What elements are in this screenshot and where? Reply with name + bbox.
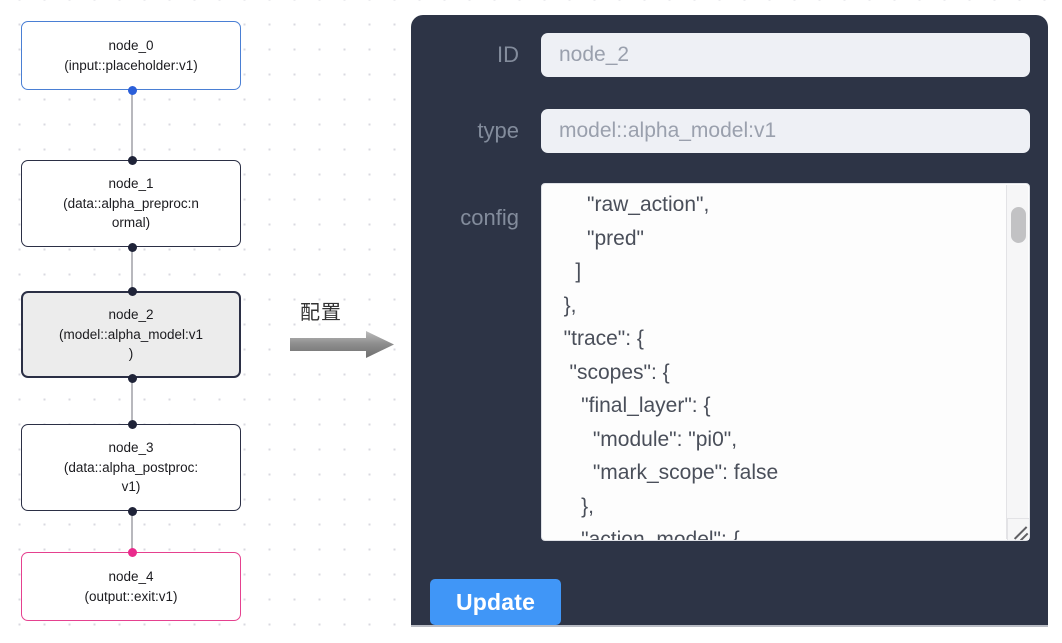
node-handle-node_4-target[interactable] <box>127 548 137 557</box>
node-subtitle-line2: ) <box>128 346 134 362</box>
node-handle-node_2-source[interactable] <box>127 374 137 383</box>
node-subtitle: (output::exit:v1) <box>84 588 178 604</box>
node-title: node_1 <box>108 176 154 192</box>
annotation-group: 配置 <box>290 296 400 366</box>
id-input[interactable] <box>541 33 1030 77</box>
edge-node0-node1 <box>131 90 133 160</box>
node-handle-node_2-target[interactable] <box>127 287 137 296</box>
node-subtitle: (input::placeholder:v1) <box>64 57 198 73</box>
field-row-type: type <box>429 109 1030 153</box>
config-field-label: config <box>460 205 519 230</box>
id-field-label: ID <box>497 42 519 67</box>
node-subtitle-line1: (data::alpha_postproc: <box>63 459 199 475</box>
edge-node2-node3 <box>131 378 133 420</box>
edge-node3-node4 <box>131 511 133 552</box>
update-button[interactable]: Update <box>430 579 562 625</box>
node-handle-node_1-target[interactable] <box>127 156 137 165</box>
node-title: node_4 <box>108 568 154 584</box>
field-row-id: ID <box>429 33 1030 77</box>
node-handle-node_1-source[interactable] <box>127 243 137 252</box>
right-arrow-icon <box>290 331 394 358</box>
config-textarea[interactable]: "raw_action", "pred" ] }, "trace": { "sc… <box>541 183 1030 541</box>
node-subtitle-line1: (model::alpha_model:v1 <box>58 326 204 342</box>
graph-node-node_3[interactable]: node_3 (data::alpha_postproc: v1) <box>21 424 241 511</box>
node-handle-node_0-source[interactable] <box>127 86 137 95</box>
type-field-label: type <box>477 118 519 143</box>
config-scrollbar-track[interactable] <box>1006 185 1028 539</box>
graph-node-node_0[interactable]: node_0 (input::placeholder:v1) <box>21 21 241 90</box>
node-title: node_0 <box>108 37 154 53</box>
node-subtitle-line2: v1) <box>121 479 141 495</box>
node-subtitle-line2: ormal) <box>111 215 151 231</box>
node-handle-node_3-target[interactable] <box>127 420 137 429</box>
graph-node-node_1[interactable]: node_1 (data::alpha_preproc:n ormal) <box>21 160 241 247</box>
node-handle-node_3-source[interactable] <box>127 507 137 516</box>
graph-node-node_2[interactable]: node_2 (model::alpha_model:v1 ) <box>21 291 241 378</box>
type-input[interactable] <box>541 109 1030 153</box>
node-graph-canvas[interactable]: node_0 (input::placeholder:v1) node_1 (d… <box>0 0 400 643</box>
annotation-label: 配置 <box>300 300 342 324</box>
node-config-panel: ID type config "raw_action", "pred" ] },… <box>411 15 1048 625</box>
config-textarea-wrapper: "raw_action", "pred" ] }, "trace": { "sc… <box>541 183 1030 541</box>
node-title: node_3 <box>108 440 154 456</box>
textarea-resize-handle[interactable] <box>1007 518 1029 540</box>
node-title: node_2 <box>108 307 154 323</box>
config-scrollbar-thumb[interactable] <box>1011 207 1026 243</box>
node-subtitle-line1: (data::alpha_preproc:n <box>63 195 199 211</box>
graph-node-node_4[interactable]: node_4 (output::exit:v1) <box>21 552 241 621</box>
field-row-config: config "raw_action", "pred" ] }, "trace"… <box>429 183 1030 541</box>
panel-bottom-divider <box>411 625 1048 627</box>
edge-node1-node2 <box>131 247 133 292</box>
